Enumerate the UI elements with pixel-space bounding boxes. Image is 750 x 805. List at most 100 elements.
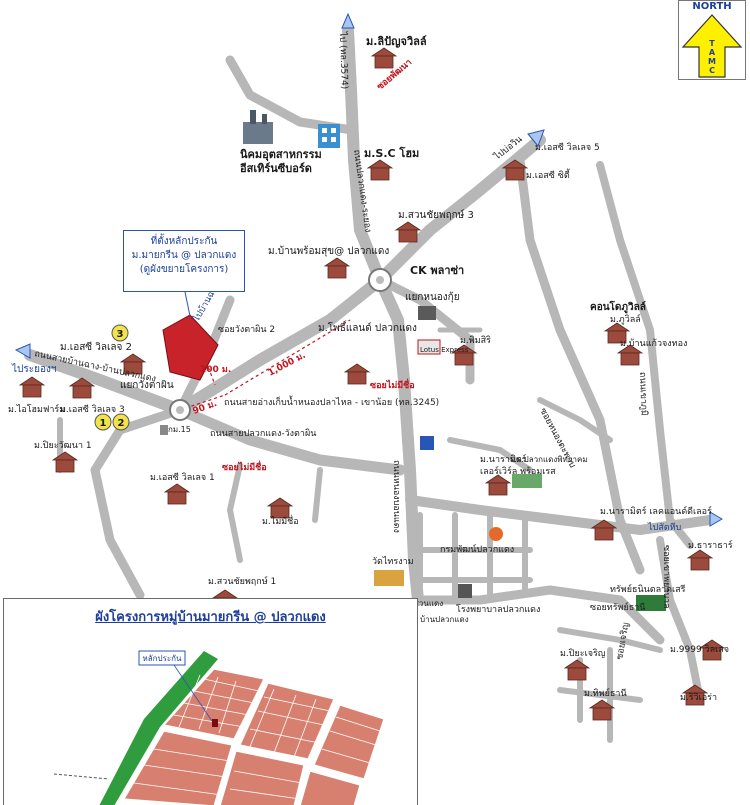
label-village-pornthawi: ม.ปิยะวัฒนา 1	[34, 440, 92, 451]
landmark-icons	[160, 306, 666, 611]
km-icon	[160, 425, 168, 435]
num-3-circle	[111, 324, 129, 342]
road-main-north	[342, 24, 424, 606]
compass-letter-4: C	[709, 66, 715, 75]
label-village-pijet: ม.ปิยะเจริญ	[560, 648, 606, 659]
junctions	[169, 268, 392, 421]
north-compass: NORTH T A M C	[678, 0, 746, 80]
arrow-west	[14, 343, 31, 359]
direction-arrows	[14, 12, 723, 527]
project-plan-drawing: หลักประกัน	[53, 650, 385, 805]
house-icon	[681, 684, 709, 706]
collateral-plot	[162, 314, 219, 381]
market-icon	[636, 595, 666, 611]
label-dist-200: 200 ม.	[200, 365, 231, 375]
hospital-icon	[420, 436, 434, 450]
house-icon	[501, 159, 529, 181]
label-amphoe: กรมพัฒน์ปลวกแดง	[440, 543, 514, 555]
inset-title: ผังโครงการหมู่บ้านมายกรีน @ ปลวกแดง	[95, 610, 326, 625]
road-network	[24, 24, 715, 743]
compass-letter-1: T	[709, 39, 715, 48]
compass-letter-2: A	[709, 48, 716, 57]
label-school: ร.ร.ปลวกแดงพิทยาคม	[510, 455, 588, 464]
dashed-1000m	[224, 319, 351, 396]
number-markers: 3 1 2	[94, 324, 130, 431]
industrial-estate-icon	[243, 110, 340, 148]
house-icon	[370, 47, 398, 69]
label-village-tharo: ม.ธาราธาร์	[688, 539, 733, 551]
house-icon	[343, 363, 371, 385]
label-estate-1: นิคมอุตสาหกรรม	[240, 148, 322, 162]
label-ck: CK พลาซ่า	[410, 264, 464, 277]
label-soi-tiptani: ซอยทรัพย์ธานี	[590, 601, 645, 613]
label-village-phophiland: ม.โพธิ์แลนด์ ปลวกแดง	[318, 320, 417, 334]
lot-block-6	[299, 770, 361, 805]
label-village-sc: ม.S.C โฮม	[364, 146, 419, 160]
label-village-maimeechue: ม.ไม่มีชื่อ	[262, 514, 299, 527]
label-village-ethi-city: ม.เอสซี ซิตี้	[526, 168, 571, 181]
label-village-puwill: ม.ภูวิลล์	[610, 313, 641, 325]
label-village-suanthong3: ม.สวนชัยพฤกษ์ 3	[398, 209, 474, 221]
lot-block-2	[122, 730, 233, 805]
label-soi-mai-name2: ซอยไม่มีชื่อ	[222, 460, 267, 473]
collateral-tag: หลักประกัน	[142, 654, 182, 663]
amphoe-icon	[489, 527, 503, 541]
label-rd-pluakdaeng-wangkhahin: ถนนสายปลวกแดง-วังตาผิน	[210, 428, 316, 439]
label-yaek-nongkhuay: แยกหนองกุ้ย	[405, 291, 460, 303]
junction-inner2	[176, 406, 184, 414]
hospital2-icon	[458, 584, 472, 598]
collateral-tag-pointer	[173, 664, 213, 722]
house-icon	[588, 699, 616, 721]
house-icon	[266, 497, 294, 519]
arrow-northeast	[527, 129, 545, 147]
house-icon	[18, 376, 46, 398]
road-se-soi	[557, 627, 663, 743]
label-estate-2: อีสเทิร์นซีบอร์ด	[240, 162, 312, 175]
green-strip	[99, 651, 218, 805]
label-village-top: ม.ลิปัญจวิลล์	[366, 35, 427, 48]
road-small-east1	[537, 397, 613, 443]
num-3: 3	[117, 329, 124, 340]
label-village-naramit: ม.นารามิตร์	[480, 453, 527, 465]
road-south-east2	[656, 536, 704, 704]
house-icon	[698, 639, 726, 661]
house-icon	[366, 159, 394, 181]
road-south-east	[413, 585, 665, 645]
callout-line-3: (ดูผังขยายโครงการ)	[139, 264, 229, 275]
house-icon	[163, 483, 191, 505]
label-km15: กม.15	[168, 425, 191, 434]
house-icon	[394, 221, 422, 243]
collateral-tag-box	[138, 650, 186, 666]
house-icon	[323, 257, 351, 279]
village-icons	[18, 47, 726, 721]
label-to-top: ไป (ทล.3574)	[337, 31, 350, 90]
label-soi-nua: ซอยเขาพยาบาล	[661, 545, 671, 609]
label-soi-wangkhahin2: ซอยวังตาผิน 2	[218, 324, 275, 335]
label-to-sattahip: ไปสัตหีบ	[647, 522, 682, 533]
north-arrow-icon: T A M C	[681, 14, 743, 78]
label-village-lotus: ม.ไอโฮมฟาร์ม	[8, 403, 65, 415]
road-town-grid2	[417, 547, 533, 583]
label-rd-nameastern: ถนนเขาภูมิ	[637, 372, 650, 416]
road-estate	[225, 55, 357, 135]
lot-block-4	[219, 750, 305, 805]
label-village-naramit-east: ม.นารามิตร์ เลคแอนด์ดีเลอร์	[600, 505, 712, 517]
label-village-ethi3: ม.เอสซี วิลเลจ 3	[60, 404, 125, 415]
label-soi-mai-name: ซอยไม่มีชื่อ	[370, 378, 415, 391]
label-yaek-wangtaphin: แยกวังตาผิน	[120, 380, 174, 391]
callout-line-2: ม.มายกรีน @ ปลวกแดง	[131, 250, 237, 261]
label-pluakdaeng-town: บ้านปลวกแดง	[420, 615, 469, 624]
house-icon	[119, 353, 147, 375]
label-village-suanthong1: ม.สวนชัยพฤกษ์ 1	[208, 575, 276, 587]
lot-dividers	[133, 674, 381, 800]
road-small-east2	[447, 437, 533, 473]
callout-line-1: ที่ตั้งหลักประกัน	[150, 236, 218, 247]
label-pluakdaeng-town2: สวนแดง	[414, 599, 443, 608]
num-1-circle	[94, 413, 112, 431]
label-market: ทรัพย์ธนินตลาดเสรี	[610, 583, 686, 595]
lot-block-3	[239, 682, 335, 760]
house-icon	[590, 519, 618, 541]
label-rd-nongpla: ถนนสายอ่างเก็บน้ำหนองปลาไหล - เขาน้อย (ท…	[224, 395, 439, 408]
num-2-circle	[112, 413, 130, 431]
